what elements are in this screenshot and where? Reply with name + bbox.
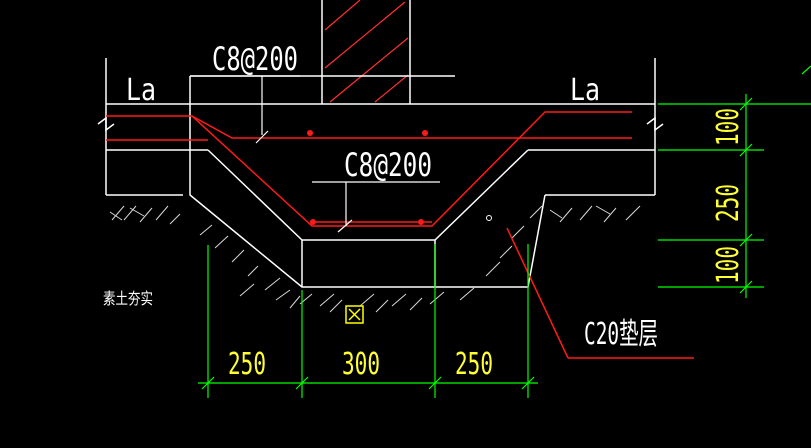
dim-h-1: 250 [228,347,266,382]
anchor-label-left: La [126,73,156,108]
anchor-label-right: La [570,73,600,108]
dim-horizontal-lines [198,244,538,398]
dim-h-3: 250 [455,347,493,382]
rebar-dots [307,130,428,225]
dim-h-2: 300 [342,347,380,382]
column [321,0,411,104]
rebar [106,111,694,359]
rebar-label-top: C8@200 [212,40,298,78]
soil-hatch [109,205,641,313]
leader-origin [486,215,492,221]
dim-vertical-lines [658,65,811,298]
snap-marker[interactable] [345,305,364,324]
dim-v-2: 250 [711,184,746,222]
dim-v-1: 100 [711,108,746,146]
rebar-label-bottom: C8@200 [344,146,432,184]
cushion-note: C20垫层 [584,317,658,352]
soil-note: 素土夯实 [103,289,153,308]
dim-v-3: 100 [711,246,746,284]
rebar-leaders [191,75,440,233]
